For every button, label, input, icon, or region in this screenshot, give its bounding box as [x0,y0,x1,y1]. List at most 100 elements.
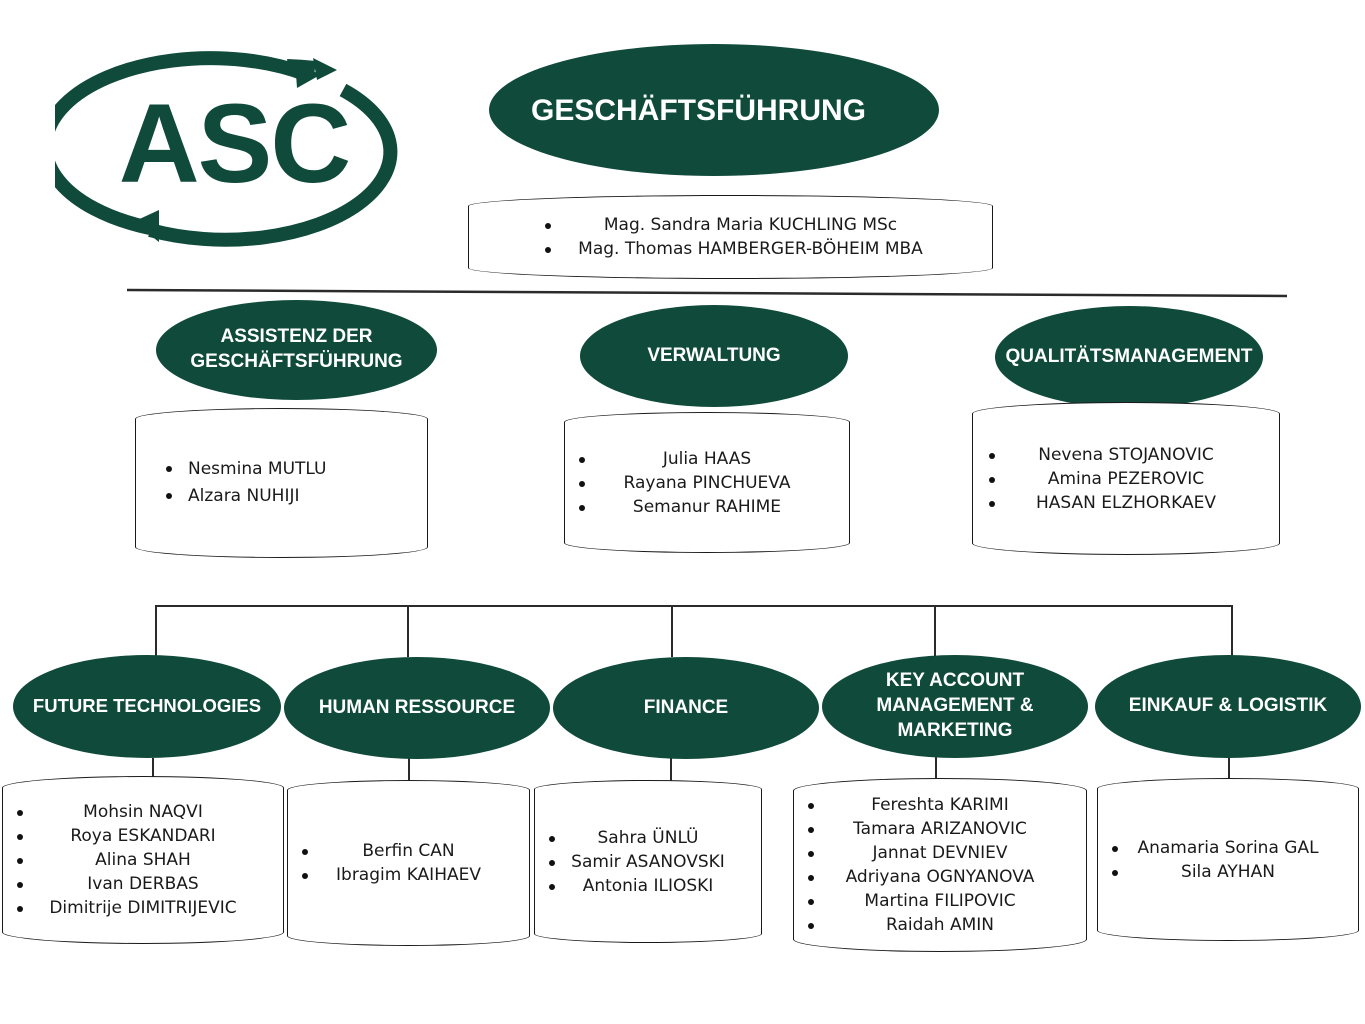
member-item: Alzara NUHIJI [166,483,427,510]
member-name: Semanur RAHIME [632,496,782,517]
member-item: Nevena STOJANOVIC [973,443,1279,467]
member-item: Martina FILIPOVIC [794,889,1086,913]
connector-stub [152,758,154,778]
member-item: Ibragim KAIHAEV [288,863,529,887]
member-name: Fereshta KARIMI [871,795,1009,815]
member-name: Dimitrije DIMITRIJEVIC [49,898,237,918]
department-title: FINANCE [553,657,819,759]
connector-horizontal [155,605,1233,607]
bullet-icon [989,476,995,483]
member-item: Dimitrije DIMITRIJEVIC [3,896,283,920]
member-item: Semanur RAHIME [565,495,849,519]
department-title: ASSISTENZ DER GESCHÄFTSFÜHRUNG [156,300,437,400]
divider-line [126,288,1288,298]
bullet-icon [808,851,814,857]
bullet-icon [808,923,814,929]
department-members: Nevena STOJANOVIC Amina PEZEROVIC HASAN EL… [972,402,1280,555]
member-name: Sila AYHAN [1181,861,1275,882]
department-title: KEY ACCOUNT MANAGEMENT & MARKETING [822,655,1088,758]
member-name: Nesmina MUTLU [188,459,327,479]
member-name: Julia HAAS [662,448,752,469]
member-item: Roya ESKANDARI [3,824,283,848]
member-item: Rayana PINCHUEVA [565,471,849,495]
department-title-text: KEY ACCOUNT MANAGEMENT & MARKETING [876,670,1034,741]
member-item: Nesmina MUTLU [166,456,427,483]
connector-drop [407,605,409,657]
member-item: Adriyana OGNYANOVA [794,865,1086,889]
bullet-icon [545,223,551,229]
connector-stub [1228,758,1230,778]
bullet-icon [549,835,555,842]
member-name: Antonia ILIOSKI [582,875,714,896]
department-members: Julia HAAS Rayana PINCHUEVA Semanur RAHIME [564,412,850,553]
bullet-icon [17,882,23,888]
connector-stub [408,756,410,782]
connector-drop [1231,605,1233,657]
bullet-icon [808,827,814,833]
member-name: Roya ESKANDARI [70,826,216,846]
member-name: HASAN ELZHORKAEV [1036,492,1216,513]
bullet-icon [549,859,555,866]
member-item: Anamaria Sorina GAL [1098,836,1358,860]
asc-logo: ASC [38,50,405,255]
bullet-icon [579,480,585,487]
member-item: Amina PEZEROVIC [973,467,1279,491]
member-item: Mohsin NAQVI [3,800,283,824]
member-item: Mag. Thomas HAMBERGER-BÖHEIM MBA [509,237,992,261]
bullet-icon [1112,869,1118,876]
department-title: VERWALTUNG [580,305,848,407]
member-item: Sila AYHAN [1098,860,1358,884]
member-name: Mag. Thomas HAMBERGER-BÖHEIM MBA [578,239,923,259]
connector-drop [671,605,673,657]
bullet-icon [17,858,23,864]
member-name: Alzara NUHIJI [188,486,300,506]
member-name: Martina FILIPOVIC [864,891,1016,911]
member-name: Sahra ÜNLÜ [597,827,699,848]
member-item: Berfin CAN [288,839,529,863]
member-item: Julia HAAS [565,447,849,471]
member-item: Mag. Sandra Maria KUCHLING MSc [509,213,992,237]
department-title-text: EINKAUF & LOGISTIK [1128,695,1328,717]
department-members: Anamaria Sorina GAL Sila AYHAN [1097,778,1359,941]
connector-drop [155,605,157,657]
management-title-text: GESCHÄFTSFÜHRUNG [531,93,866,127]
department-members: Nesmina MUTLU Alzara NUHIJI [135,408,428,558]
member-item: HASAN ELZHORKAEV [973,491,1279,515]
bullet-icon [808,803,814,809]
member-name: Nevena STOJANOVIC [1038,444,1214,465]
member-item: Samir ASANOVSKI [535,850,761,874]
department-title-text: VERWALTUNG [647,344,781,366]
member-name: Mag. Sandra Maria KUCHLING MSc [603,215,898,235]
department-title-text: ASSISTENZ DER GESCHÄFTSFÜHRUNG [190,326,403,372]
member-name: Anamaria Sorina GAL [1137,837,1319,858]
member-name: Mohsin NAQVI [83,802,203,822]
member-name: Adriyana OGNYANOVA [845,867,1035,887]
department-title-text: FUTURE TECHNOLOGIES [32,695,262,717]
member-name: Ivan DERBAS [87,874,199,894]
member-name: Alina SHAH [95,850,191,870]
member-item: Tamara ARIZANOVIC [794,817,1086,841]
bullet-icon [579,456,585,463]
department-title: EINKAUF & LOGISTIK [1095,655,1361,758]
member-item: Antonia ILIOSKI [535,874,761,898]
member-name: Amina PEZEROVIC [1047,468,1205,489]
member-name: Rayana PINCHUEVA [623,472,791,493]
bullet-icon [808,899,814,905]
department-title-text: FINANCE [643,696,729,718]
bullet-icon [1112,845,1118,852]
bullet-icon [808,875,814,881]
department-title-text: HUMAN RESSOURCE [318,696,516,718]
connector-stub [670,758,672,782]
bullet-icon [545,247,551,253]
department-title: HUMAN RESSOURCE [284,657,550,759]
department-members: Mohsin NAQVI Roya ESKANDARI Alina SHAH Ivan… [2,776,284,944]
department-title: QUALITÄTSMANAGEMENT [995,306,1263,408]
member-item: Raidah AMIN [794,913,1086,937]
member-name: Berfin CAN [362,841,455,861]
management-title: GESCHÄFTSFÜHRUNG [489,44,939,176]
member-item: Fereshta KARIMI [794,793,1086,817]
bullet-icon [17,834,23,840]
